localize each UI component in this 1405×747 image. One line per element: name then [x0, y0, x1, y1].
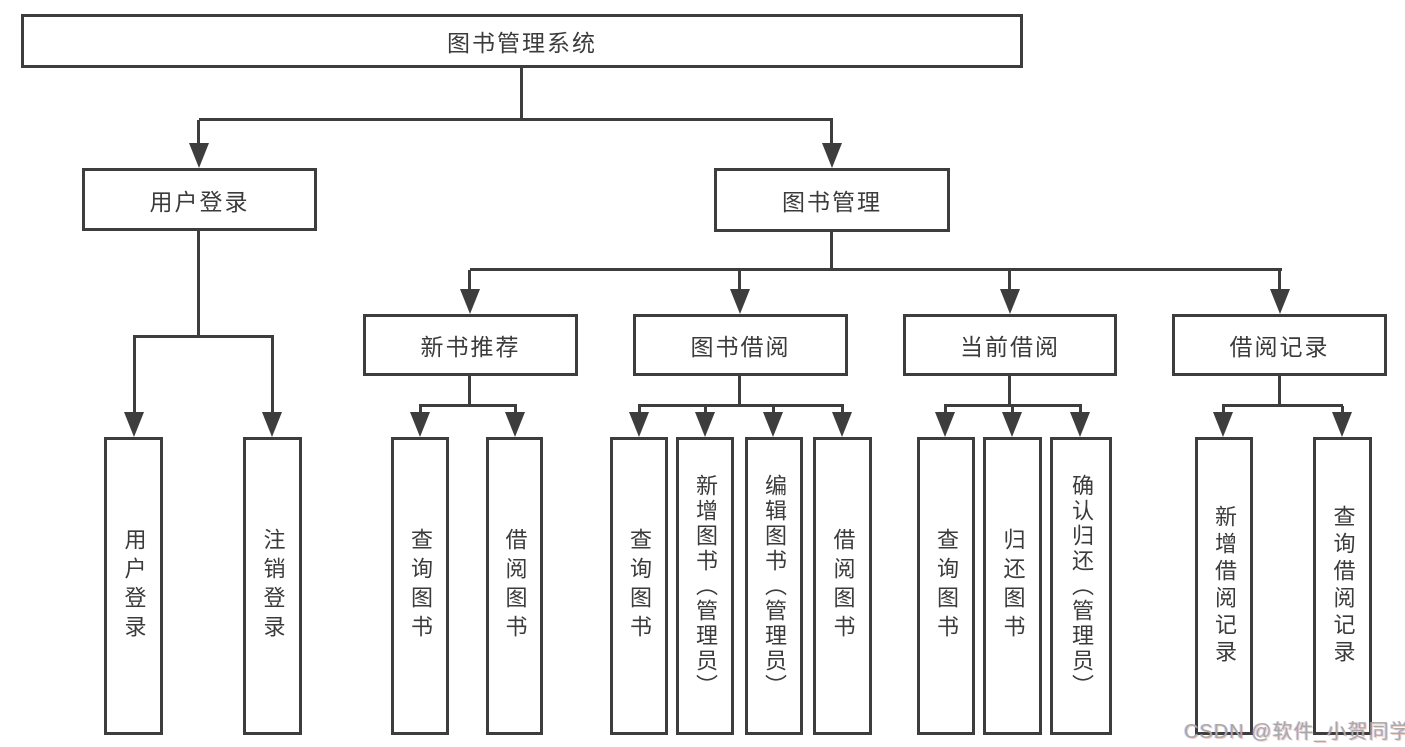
- node-current: 当前借阅: [903, 314, 1117, 376]
- connector-arrow-nb-borrow-line: [514, 406, 517, 414]
- node-root-library-system: 图书管理系统: [21, 14, 1023, 68]
- connector-new-books-bus: [419, 404, 517, 407]
- connector-arrow-bw-borrow-line: [841, 406, 844, 414]
- leaf-user-login: 用户登录: [104, 437, 163, 735]
- node-book-mgmt: 图书管理: [714, 168, 950, 232]
- node-borrowing: 图书借阅: [633, 314, 848, 376]
- connector-arrow-current-line: [1008, 270, 1011, 291]
- node-user-login: 用户登录: [82, 168, 317, 231]
- connector-arrow-rec-query-line: [1341, 406, 1344, 414]
- leaf-logout: 注销登录: [243, 437, 302, 735]
- connector-arrow-bw-add-line: [704, 406, 707, 414]
- connector-records-stem: [1278, 376, 1281, 406]
- connector-records-bus: [1222, 404, 1343, 407]
- arrowhead-nb-query: [410, 412, 430, 437]
- connector-arrow-records-line: [1278, 270, 1281, 291]
- connector-new-books-stem: [468, 376, 471, 406]
- node-new-books: 新书推荐: [363, 314, 578, 376]
- arrowhead-user-login: [189, 143, 209, 168]
- arrowhead-cur-confirm: [1070, 412, 1090, 437]
- leaf-current-query: 查询图书: [917, 437, 975, 735]
- arrowhead-new-books: [460, 289, 480, 314]
- leaf-records-add: 新增借阅记录: [1195, 437, 1253, 735]
- leaf-current-confirm: 确认归还（管理员）: [1050, 437, 1112, 735]
- arrowhead-logout: [262, 412, 282, 437]
- arrowhead-bw-edit: [763, 412, 783, 437]
- connector-level3-bus: [470, 268, 1282, 271]
- arrowhead-bw-add: [695, 412, 715, 437]
- arrowhead-rec-add: [1213, 412, 1233, 437]
- arrowhead-current: [1000, 289, 1020, 314]
- connector-borrowing-stem: [738, 376, 741, 406]
- connector-arrow-cur-confirm-line: [1079, 406, 1082, 414]
- connector-arrow-user-login-line: [197, 120, 200, 144]
- connector-borrowing-bus: [638, 404, 844, 407]
- connector-arrow-login-line: [133, 337, 136, 413]
- leaf-new-books-query: 查询图书: [391, 437, 449, 735]
- connector-arrow-new-books-line: [468, 270, 471, 291]
- connector-arrow-rec-add-line: [1222, 406, 1225, 414]
- connector-arrow-bw-edit-line: [772, 406, 775, 414]
- arrowhead-login: [124, 412, 144, 437]
- connector-arrow-cur-return-line: [1011, 406, 1014, 414]
- node-records: 借阅记录: [1172, 314, 1387, 376]
- connector-arrow-nb-query-line: [419, 406, 422, 414]
- connector-current-stem: [1008, 376, 1011, 406]
- connector-arrow-book-mgmt-line: [830, 120, 833, 144]
- leaf-new-books-borrow: 借阅图书: [486, 437, 543, 735]
- csdn-watermark: CSDN @软件_小贺同学: [1184, 721, 1405, 743]
- connector-arrow-bw-query-line: [638, 406, 641, 414]
- connector-current-bus: [944, 404, 1082, 407]
- connector-user-login-bus: [133, 335, 274, 338]
- arrowhead-book-mgmt: [822, 143, 842, 168]
- connector-user-login-stem: [197, 231, 200, 338]
- connector-arrow-logout-line: [271, 337, 274, 413]
- connector-book-mgmt-stem: [830, 232, 833, 270]
- arrowhead-bw-borrow: [832, 412, 852, 437]
- arrowhead-cur-query: [935, 412, 955, 437]
- arrowhead-cur-return: [1002, 412, 1022, 437]
- connector-root-stem: [520, 67, 523, 120]
- leaf-records-query: 查询借阅记录: [1313, 437, 1372, 735]
- connector-arrow-borrowing-line: [738, 270, 741, 291]
- leaf-borrowing-query: 查询图书: [610, 437, 668, 735]
- leaf-borrowing-add: 新增图书（管理员）: [676, 437, 734, 735]
- arrowhead-records: [1270, 289, 1290, 314]
- leaf-borrowing-edit: 编辑图书（管理员）: [745, 437, 803, 735]
- connector-arrow-cur-query-line: [944, 406, 947, 414]
- leaf-borrowing-borrow: 借阅图书: [813, 437, 872, 735]
- connector-level2-bus: [199, 118, 833, 121]
- arrowhead-bw-query: [629, 412, 649, 437]
- arrowhead-rec-query: [1332, 412, 1352, 437]
- leaf-current-return: 归还图书: [983, 437, 1042, 735]
- arrowhead-borrowing: [730, 289, 750, 314]
- arrowhead-nb-borrow: [505, 412, 525, 437]
